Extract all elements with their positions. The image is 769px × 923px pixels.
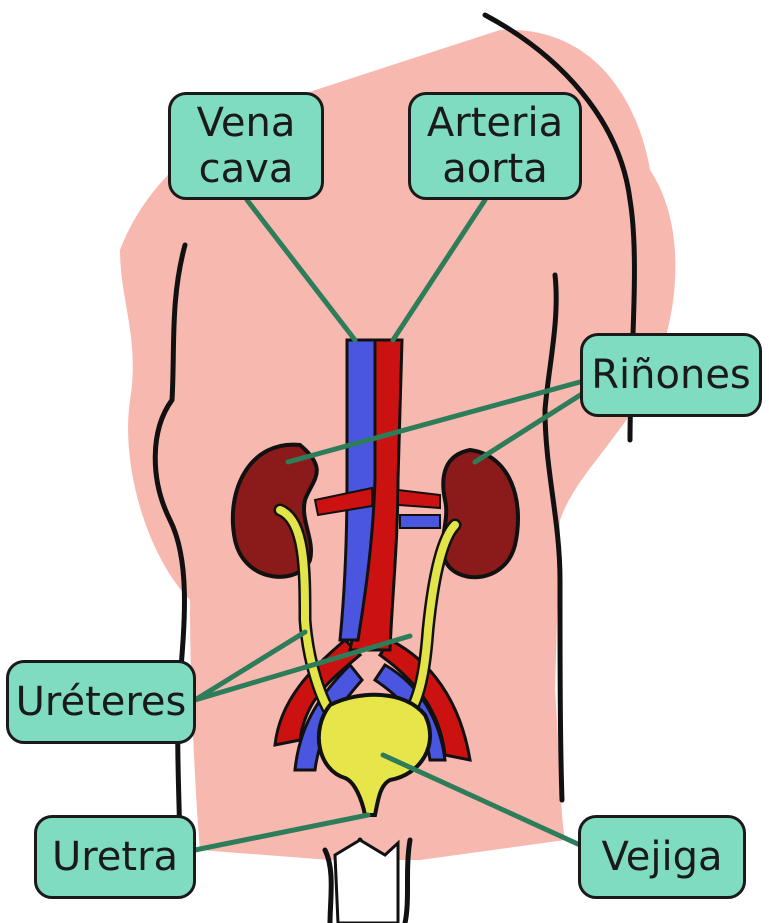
label-arteria-aorta-line1: Arteria bbox=[427, 100, 563, 146]
label-arteria-aorta-line2: aorta bbox=[442, 146, 548, 192]
label-uretra: Uretra bbox=[34, 815, 196, 899]
label-vejiga-text: Vejiga bbox=[602, 834, 723, 880]
label-rinones-text: Riñones bbox=[591, 352, 751, 398]
renal-vein-right bbox=[400, 515, 440, 528]
label-uretra-text: Uretra bbox=[52, 834, 178, 880]
label-vena-cava: Vena cava bbox=[168, 92, 324, 200]
label-vena-cava-line1: Vena bbox=[197, 100, 296, 146]
leg-gap bbox=[335, 840, 398, 923]
label-arteria-aorta: Arteria aorta bbox=[408, 92, 582, 200]
label-rinones: Riñones bbox=[580, 333, 762, 417]
label-vejiga: Vejiga bbox=[578, 815, 746, 899]
label-vena-cava-line2: cava bbox=[199, 146, 294, 192]
label-ureteres: Uréteres bbox=[6, 660, 196, 744]
label-ureteres-text: Uréteres bbox=[16, 679, 187, 725]
